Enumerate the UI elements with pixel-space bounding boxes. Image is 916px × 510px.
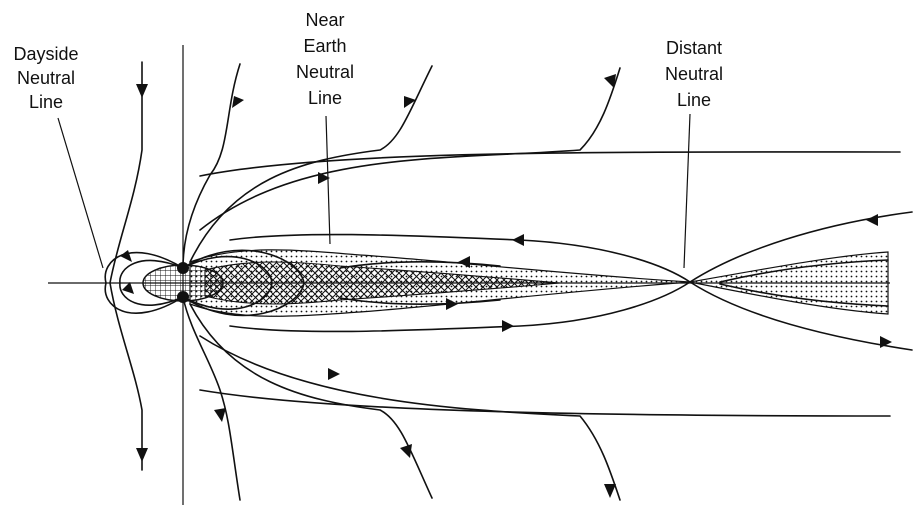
near-earth-label-line4: Line: [308, 88, 342, 108]
near-earth-label-line2: Earth: [303, 36, 346, 56]
distant-neutral-line-label: Distant Neutral Line: [665, 38, 723, 110]
near-earth-label-line3: Neutral: [296, 62, 354, 82]
near-earth-neutral-line-label: Near Earth Neutral Line: [296, 10, 354, 108]
dayside-leader-line: [58, 118, 103, 268]
dayside-label-line3: Line: [29, 92, 63, 112]
dayside-label-line2: Neutral: [17, 68, 75, 88]
near-earth-leader-line: [326, 116, 330, 244]
distant-label-line1: Distant: [666, 38, 722, 58]
distant-label-line3: Line: [677, 90, 711, 110]
dayside-neutral-line-label: Dayside Neutral Line: [13, 44, 78, 112]
distant-leader-line: [684, 114, 690, 268]
distant-label-line2: Neutral: [665, 64, 723, 84]
near-earth-label-line1: Near: [305, 10, 344, 30]
dayside-label-line1: Dayside: [13, 44, 78, 64]
